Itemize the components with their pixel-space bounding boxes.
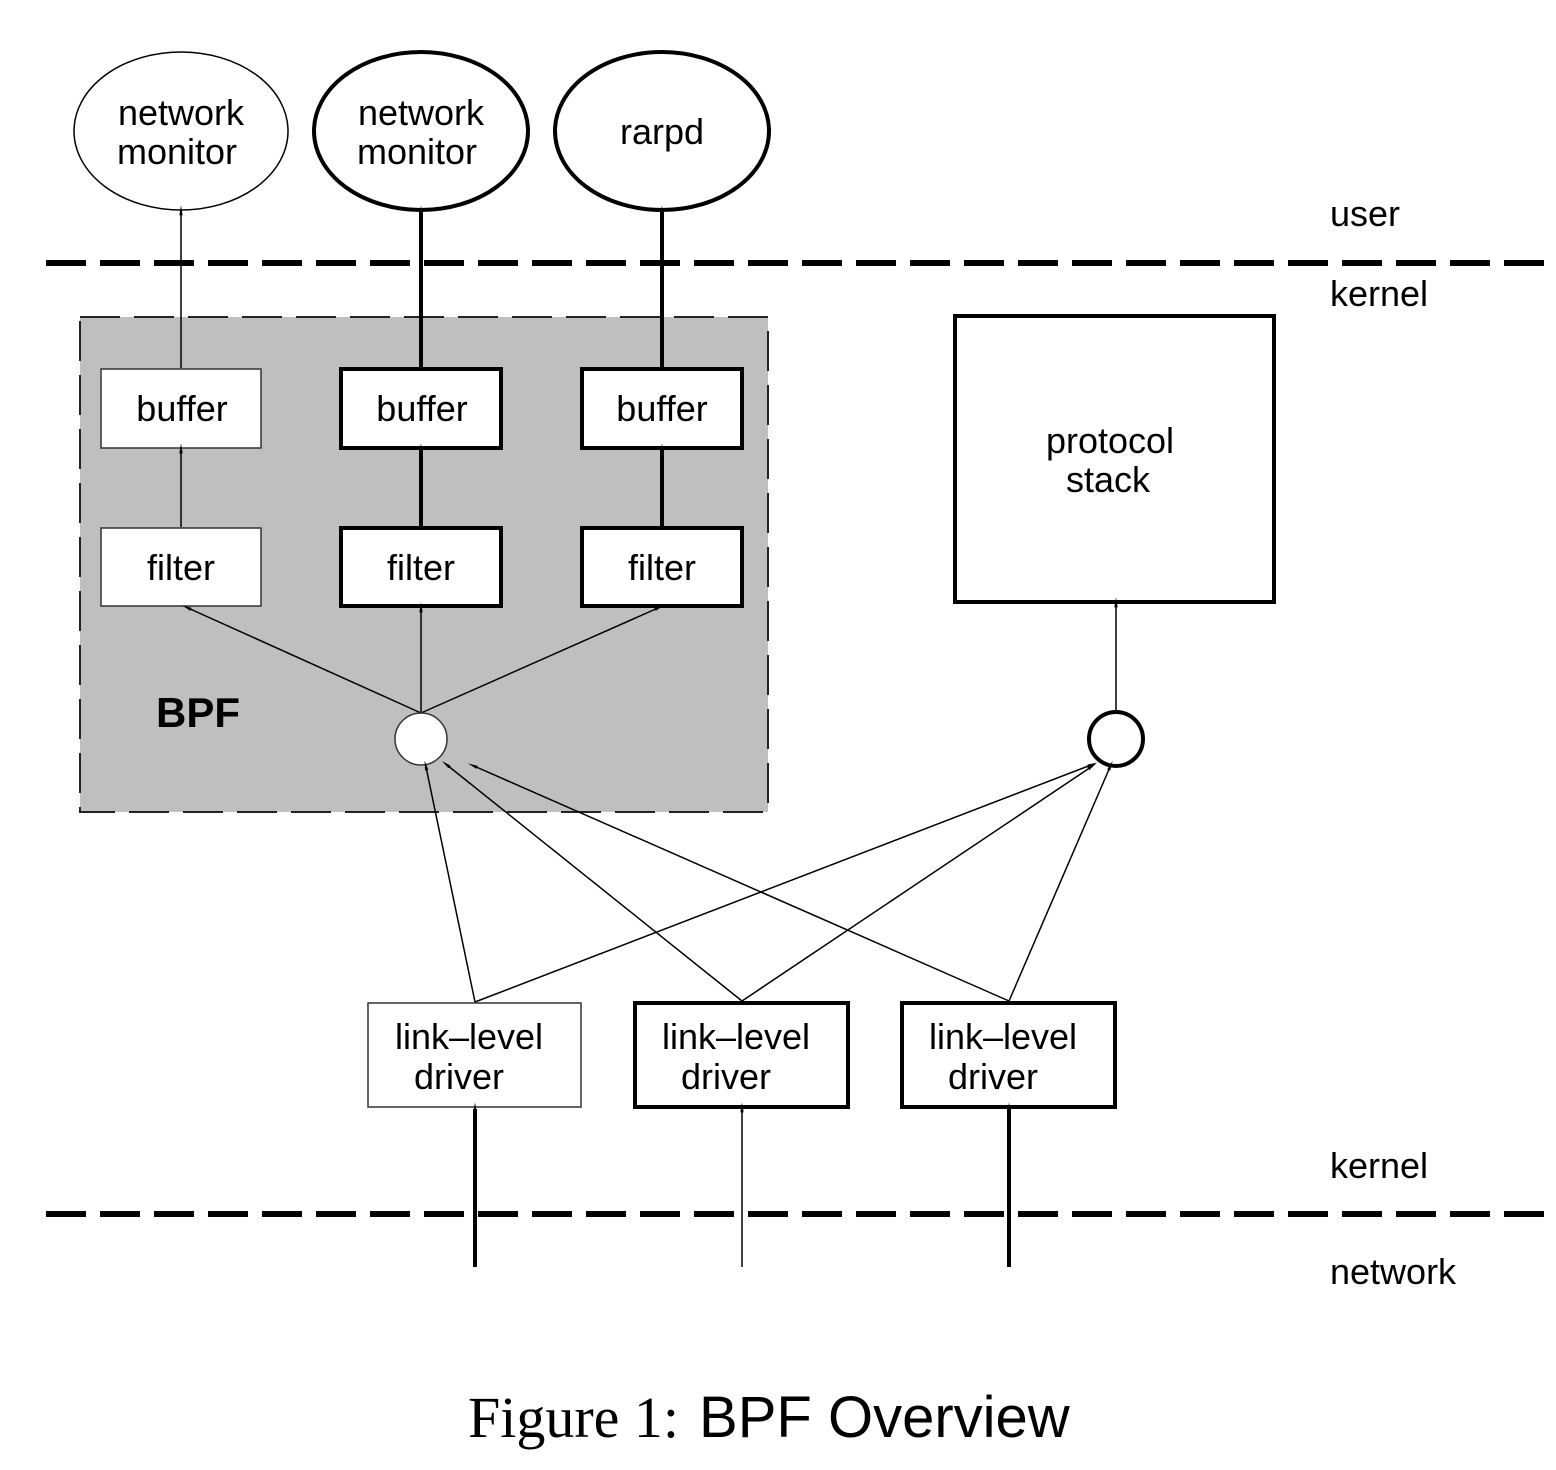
protocol-stack-label-line1: protocol xyxy=(1046,420,1174,461)
driver-label-line2: driver xyxy=(948,1056,1038,1097)
filter-box: filter xyxy=(580,526,744,608)
driver-label-line2: driver xyxy=(681,1056,771,1097)
arrow-driver-to-bpf-tap xyxy=(441,760,743,1002)
process-node: network monitor xyxy=(73,51,289,211)
filter-box: filter xyxy=(100,527,262,607)
filter-label: filter xyxy=(387,547,455,588)
layer-label-kernel-bottom: kernel xyxy=(1330,1145,1428,1186)
layer-label-user: user xyxy=(1330,193,1400,234)
figure-caption: Figure 1: BPF Overview xyxy=(468,1385,1071,1450)
arrow-tap-to-filter xyxy=(420,605,665,714)
process-label-line1: rarpd xyxy=(620,111,704,152)
driver-box: link–level driver xyxy=(633,1001,850,1109)
process-node: network monitor xyxy=(312,50,530,212)
buffer-box: buffer xyxy=(100,368,262,449)
figure-caption-text: BPF Overview xyxy=(699,1385,1071,1450)
filter-box: filter xyxy=(339,526,503,608)
buffer-box: buffer xyxy=(580,367,744,450)
process-label-line1: network xyxy=(118,92,245,133)
driver-label-line1: link–level xyxy=(662,1016,810,1057)
arrow-driver-to-protocol-tap xyxy=(741,763,1097,1002)
process-node: rarpd xyxy=(553,50,771,212)
bpf-tap-node xyxy=(394,712,448,766)
protocol-stack-box: protocol stack xyxy=(953,314,1276,604)
buffer-box: buffer xyxy=(339,367,503,450)
layer-label-network: network xyxy=(1330,1251,1457,1292)
arrow-driver-to-protocol-tap xyxy=(474,762,1098,1003)
process-label-line2: monitor xyxy=(357,131,477,172)
layer-label-kernel-top: kernel xyxy=(1330,273,1428,314)
figure-caption-prefix: Figure 1: xyxy=(468,1385,679,1450)
arrow-driver-to-protocol-tap xyxy=(1008,760,1113,1002)
driver-label-line1: link–level xyxy=(395,1016,543,1057)
driver-label-line2: driver xyxy=(414,1056,504,1097)
filter-label: filter xyxy=(147,547,215,588)
protocol-stack-label-line2: stack xyxy=(1066,459,1151,500)
filter-label: filter xyxy=(628,547,696,588)
buffer-label: buffer xyxy=(376,388,467,429)
bpf-label: BPF xyxy=(156,689,240,736)
protocol-tap-node xyxy=(1087,710,1145,768)
buffer-label: buffer xyxy=(616,388,707,429)
arrow-driver-to-bpf-tap xyxy=(467,763,1010,1002)
arrow-tap-to-filter xyxy=(181,605,422,714)
driver-box: link–level driver xyxy=(900,1001,1117,1109)
process-label-line1: network xyxy=(358,92,485,133)
arrow-driver-to-bpf-tap xyxy=(424,760,476,1003)
driver-label-line1: link–level xyxy=(929,1016,1077,1057)
process-label-line2: monitor xyxy=(117,131,237,172)
buffer-label: buffer xyxy=(136,388,227,429)
driver-box: link–level driver xyxy=(367,1002,582,1108)
